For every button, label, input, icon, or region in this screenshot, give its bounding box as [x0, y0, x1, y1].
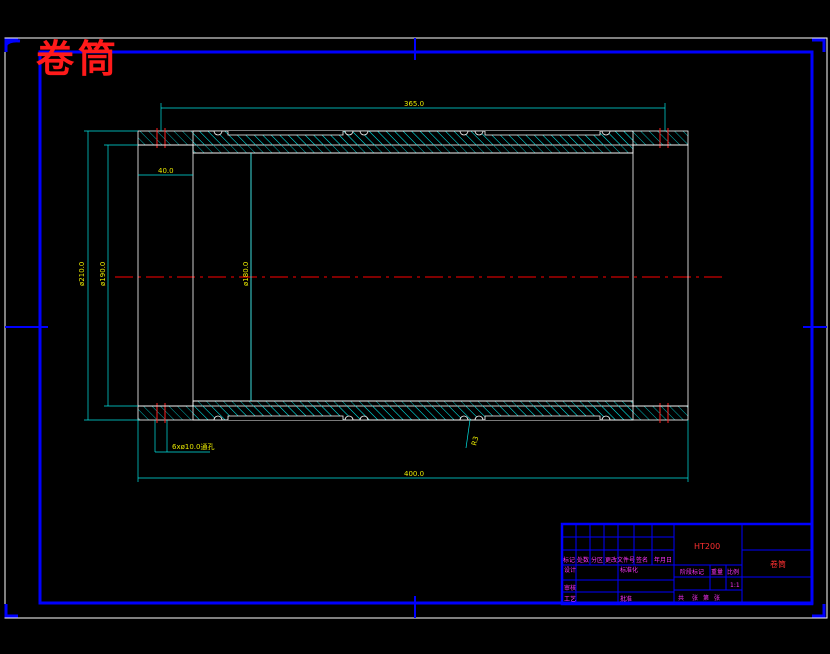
dim-top-length: 365.0 — [404, 100, 424, 108]
tb-sheet-1: 共 — [678, 594, 684, 602]
drum-outline — [137, 144, 689, 407]
dim-inner-diameter-b: ø180.0 — [242, 262, 250, 286]
tb-row1-3: 分区 — [591, 556, 603, 564]
dim-outer-diameter: ø210.0 — [78, 262, 86, 286]
tb-scale-value: 1:1 — [730, 582, 740, 589]
dim-hole-note: 6xø10.0通孔 — [172, 442, 214, 451]
drawing-title: 卷筒 — [36, 36, 120, 81]
tb-row1-2: 处数 — [577, 556, 589, 564]
tb-approve: 批准 — [620, 595, 632, 603]
center-marks — [5, 38, 827, 618]
top-wall — [137, 130, 689, 154]
dim-bottom-length: 400.0 — [404, 470, 424, 478]
tb-scale-label: 比例 — [727, 568, 739, 576]
bottom-wall — [137, 400, 689, 421]
dim-inner-diameter-a: ø190.0 — [99, 262, 107, 286]
tb-sheet-4: 张 — [714, 594, 720, 602]
dim-end-width: 40.0 — [158, 167, 174, 175]
tb-material: HT200 — [694, 542, 720, 551]
tb-design: 设计 — [564, 566, 576, 574]
bolt-holes — [156, 128, 669, 423]
tb-row1-4: 更改文件号 — [605, 556, 635, 564]
tb-stage: 阶段标记 — [680, 568, 704, 576]
tb-row1-1: 标记 — [563, 556, 575, 564]
tb-sheet-2: 张 — [692, 594, 698, 602]
tb-weight: 重量 — [711, 568, 723, 576]
title-block — [560, 522, 814, 606]
tb-row1-5: 签名 — [636, 556, 648, 564]
corner-marks — [4, 38, 826, 618]
tb-process: 工艺 — [564, 595, 576, 603]
tb-review: 审核 — [564, 584, 576, 592]
tb-row1-6: 年月日 — [654, 556, 672, 564]
sheet-border — [4, 37, 828, 619]
dimension-lines — [84, 103, 689, 482]
tb-part-name: 卷筒 — [770, 559, 786, 569]
tb-standard: 标准化 — [620, 566, 638, 574]
tb-sheet-3: 第 — [703, 594, 709, 602]
dim-groove-radius: R3 — [470, 435, 480, 446]
